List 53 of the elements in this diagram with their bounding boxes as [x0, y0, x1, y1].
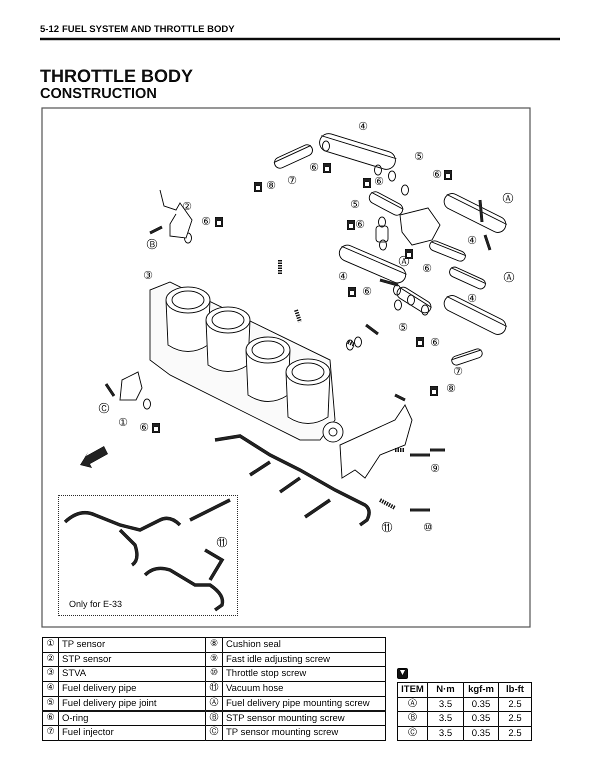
callout-number: ⑦ — [287, 175, 297, 187]
item-number: ⑥ — [42, 710, 59, 726]
callout-number: Ⓑ — [146, 239, 158, 251]
item-number: Ⓒ — [205, 725, 223, 741]
title: THROTTLE BODY — [40, 66, 193, 87]
page-number: 5-12 — [40, 24, 60, 35]
torque-value: Ⓒ — [397, 726, 428, 741]
callout-number: Ⓒ — [98, 403, 110, 415]
callout-number: ⑥ — [374, 176, 384, 188]
part-name: Fuel delivery pipe mounting screw — [222, 696, 386, 712]
callout-number: ⑨ — [430, 463, 440, 475]
column-header: ITEM — [397, 682, 428, 698]
item-number: Ⓐ — [205, 696, 223, 712]
column-header: lb-ft — [498, 682, 532, 698]
callout-number: ⑧ — [266, 180, 276, 192]
callout-number: ② — [182, 201, 192, 213]
callout-number: ⑥ — [355, 219, 365, 231]
inset-caption: Only for E-33 — [69, 599, 122, 609]
callout-number: ⑥ — [309, 162, 319, 174]
subheading: CONSTRUCTION — [40, 86, 157, 102]
callout-number: Ⓐ — [398, 256, 410, 268]
callout-number: ⑤ — [414, 151, 424, 163]
callout-number: ⑥ — [139, 422, 149, 434]
callout-number: ⑪ — [382, 522, 392, 534]
callout-number: ③ — [143, 270, 153, 282]
part-name: STP sensor mounting screw — [222, 710, 386, 726]
callout-number: ④ — [338, 271, 348, 283]
callout-number: ⑧ — [446, 383, 456, 395]
callout-number: ⑥ — [432, 169, 442, 181]
torque-value: 2.5 — [498, 726, 532, 741]
section-header: FUEL SYSTEM AND THROTTLE BODY — [62, 24, 235, 35]
part-name: TP sensor mounting screw — [222, 725, 386, 741]
inset-panel — [58, 495, 238, 616]
callout-number: ⑥ — [201, 216, 211, 228]
item-number: ⑤ — [42, 696, 59, 712]
callout-number: Ⓐ — [502, 193, 514, 205]
callout-number: ④ — [358, 121, 368, 133]
part-name: Cushion seal — [222, 637, 386, 653]
callout-number: ⑪ — [216, 537, 228, 549]
callout-number: ⑥ — [362, 286, 372, 298]
callout-number: ⑥ — [430, 337, 440, 349]
callout-number: ① — [118, 417, 128, 429]
callout-number: ④ — [467, 293, 477, 305]
part-name: Fuel injector — [58, 725, 206, 741]
callout-number: ⑤ — [398, 322, 408, 334]
item-number: ① — [42, 637, 59, 653]
callout-number: Ⓐ — [504, 272, 514, 284]
callout-number: ④ — [467, 235, 477, 247]
callout-number: ⑩ — [423, 522, 433, 534]
callout-number: ⑥ — [422, 263, 432, 275]
callout-number: ⑦ — [453, 366, 463, 378]
callout-number: ⑤ — [350, 199, 360, 211]
item-number: ⑦ — [42, 725, 59, 741]
